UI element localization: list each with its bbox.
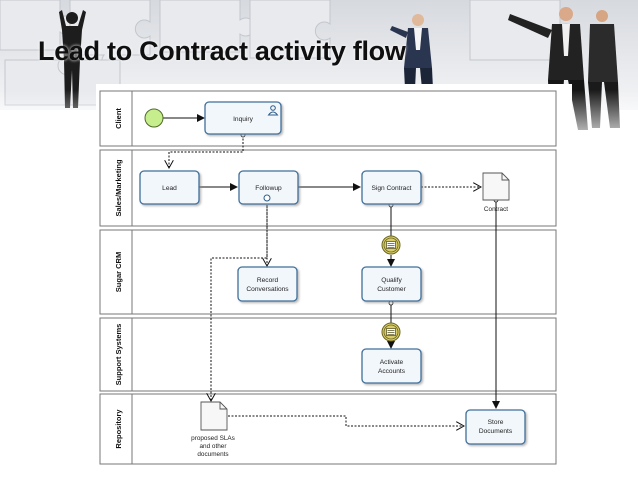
task-store-line2: Documents	[479, 428, 513, 435]
task-record-line2: Conversations	[246, 286, 289, 293]
task-activate-accounts[interactable]: Activate Accounts	[361, 348, 422, 384]
document-proposed-slas[interactable]: proposed SLAs and other documents	[191, 401, 235, 458]
lane-label-sugar-crm: Sugar CRM	[114, 252, 123, 292]
lane-support-systems: Support Systems	[99, 317, 557, 392]
flow-inquiry-to-lead	[169, 135, 243, 168]
task-record-conversations[interactable]: Record Conversations	[237, 266, 298, 302]
task-inquiry-label: Inquiry	[233, 116, 253, 123]
flow-proposed-to-store	[228, 415, 464, 426]
task-sign-contract-label: Sign Contract	[372, 185, 412, 192]
page-title: Lead to Contract activity flow	[38, 36, 406, 66]
document-icon	[482, 172, 510, 201]
lane-label-sales-marketing: Sales/Marketing	[114, 159, 123, 217]
connectors	[163, 114, 500, 426]
intermediate-event-2	[381, 322, 401, 342]
document-proposed-line2: and other	[199, 443, 227, 450]
user-icon	[267, 105, 279, 116]
document-proposed-line1: proposed SLAs	[191, 435, 235, 442]
lane-label-repository: Repository	[114, 409, 123, 449]
lane-label-client: Client	[114, 108, 123, 129]
document-contract-label: Contract	[484, 206, 508, 213]
document-icon	[200, 401, 228, 431]
intermediate-event-1	[381, 235, 401, 255]
lane-sugar-crm: Sugar CRM	[99, 229, 557, 315]
task-record-line1: Record	[257, 277, 279, 284]
message-icon	[386, 241, 396, 249]
start-event	[144, 108, 164, 128]
document-contract[interactable]: Contract	[482, 172, 510, 213]
task-inquiry[interactable]: Inquiry	[204, 101, 282, 135]
person-left-icon	[59, 10, 86, 108]
lane-label-support-systems: Support Systems	[114, 324, 123, 386]
document-proposed-line3: documents	[197, 451, 228, 458]
task-activate-line2: Accounts	[378, 368, 406, 375]
boundary-event-icon	[263, 194, 271, 202]
task-qualify-customer[interactable]: Qualify Customer	[361, 266, 422, 302]
flow-followup-to-proposed	[211, 206, 268, 401]
task-followup-label: Followup	[255, 185, 282, 192]
message-icon	[386, 328, 396, 336]
task-followup[interactable]: Followup	[238, 170, 299, 205]
task-qualify-line1: Qualify	[381, 277, 402, 284]
task-qualify-line2: Customer	[377, 286, 406, 293]
task-sign-contract[interactable]: Sign Contract	[361, 170, 422, 205]
task-store-line1: Store	[488, 419, 504, 426]
task-lead-label: Lead	[162, 185, 177, 192]
task-lead[interactable]: Lead	[139, 170, 200, 205]
task-activate-line1: Activate	[380, 359, 404, 366]
task-store-documents[interactable]: Store Documents	[465, 409, 526, 445]
